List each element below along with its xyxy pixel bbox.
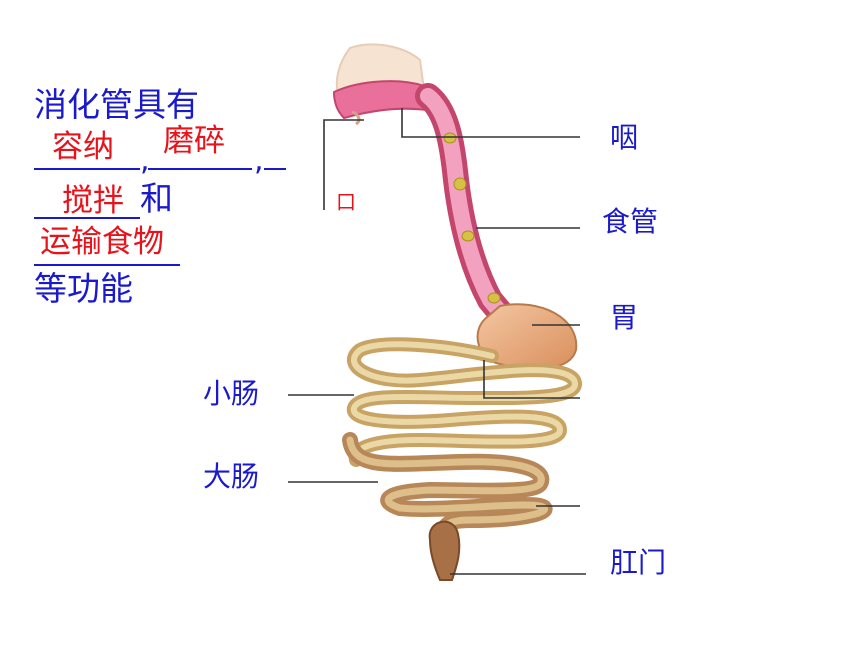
blank-2b [264,168,286,170]
statement-line-end: 等功能 [34,269,133,308]
mouth-lip [351,110,361,126]
label-stomach: 胃 [610,301,639,334]
comma-2: , [254,143,264,178]
statement-line1: 消化管具有 [34,85,199,124]
label-small-intestine: 小肠 [203,377,260,410]
blank-2 [148,168,252,170]
answer-1: 容纳 [52,129,114,165]
label-pharynx: 咽 [610,121,639,154]
blank-4 [34,264,180,266]
blank-1 [34,168,140,170]
blank-3 [34,217,140,219]
answer-2: 磨碎 [163,123,225,159]
small-intestine-inner [350,341,579,463]
pharynx-leader [401,108,580,138]
mouth-cavity [332,80,442,120]
comma-1: , [140,143,150,178]
large-intestine-inner [346,436,549,544]
label-anus: 肛门 [610,546,667,579]
leader-lines [288,108,586,575]
answer-4: 运输食物 [40,224,164,260]
answer-3: 搅拌 [62,183,124,219]
mouth-leader [323,119,364,210]
label-mouth: 口 [336,190,356,214]
duodenum-leader [483,360,580,399]
food-boluses [443,132,501,304]
rectum [428,520,461,581]
label-large-intestine: 大肠 [203,460,260,493]
label-esophagus: 食管 [602,205,659,238]
statement-conjunction: 和 [140,179,173,218]
